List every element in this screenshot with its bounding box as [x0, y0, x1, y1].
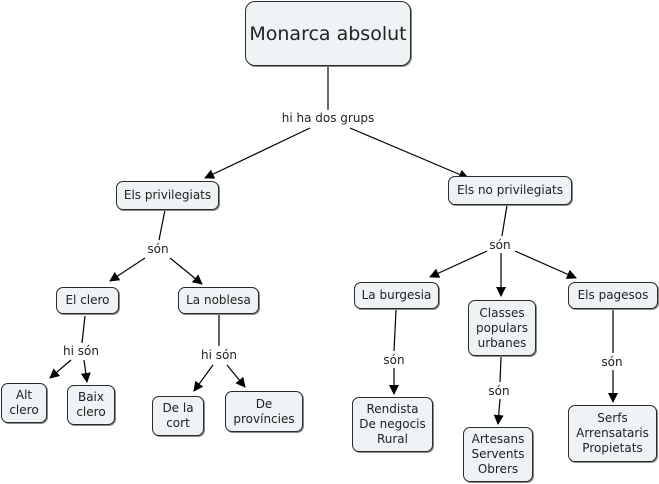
link-label-burgesia-son: són	[382, 353, 406, 367]
arrow-to-privilegiats	[204, 127, 311, 179]
node-la-noblesa[interactable]: La noblesa	[178, 287, 259, 314]
arrow-to-alt-clero	[49, 359, 72, 379]
link-label-noblesa-hi-son: hi són	[200, 348, 238, 362]
node-de-la-cort[interactable]: De la cort	[152, 396, 204, 436]
link-label-pagesos-son: són	[600, 355, 624, 369]
link-label-hi-ha-dos-grups: hi ha dos grups	[280, 111, 376, 125]
arrow-to-baix-clero	[80, 359, 91, 383]
arrow-to-populars-tipus	[493, 398, 504, 425]
node-la-burgesia[interactable]: La burgesia	[354, 282, 439, 309]
node-classes-populars-urbanes[interactable]: Classes populars urbanes	[468, 300, 536, 356]
arrow-to-noblesa	[169, 257, 203, 285]
node-el-clero[interactable]: El clero	[56, 287, 119, 314]
link-label-clero-hi-son: hi són	[62, 344, 100, 358]
line-clero-to-label	[81, 315, 86, 344]
node-els-pagesos[interactable]: Els pagesos	[568, 282, 658, 309]
node-els-privilegiats[interactable]: Els privilegiats	[116, 181, 219, 210]
line-no-privilegiats-to-label	[501, 204, 508, 237]
node-els-no-privilegiats[interactable]: Els no privilegiats	[448, 176, 572, 205]
node-pagesos-tipus[interactable]: Serfs Arrensataris Propietats	[568, 405, 657, 462]
arrow-to-pagesos	[514, 250, 577, 279]
line-burgesia-to-label	[393, 309, 397, 352]
node-monarca-absolut[interactable]: Monarca absolut	[245, 1, 411, 66]
node-burgesia-tipus[interactable]: Rendista De negocis Rural	[352, 397, 433, 452]
link-label-no-privilegiats-son: són	[488, 238, 512, 252]
node-baix-clero[interactable]: Baix clero	[67, 385, 115, 425]
arrow-to-de-la-cort	[193, 364, 214, 392]
link-label-privilegiats-son: són	[146, 242, 170, 256]
line-populars-to-label	[499, 356, 502, 383]
arrow-to-no-privilegiats	[349, 127, 469, 180]
arrow-to-burgesia	[429, 250, 488, 278]
line-privilegiats-to-label	[158, 209, 166, 241]
link-label-populars-son: són	[487, 384, 511, 398]
node-de-provincies[interactable]: De províncies	[225, 391, 303, 432]
node-alt-clero[interactable]: Alt clero	[1, 383, 47, 423]
arrow-to-clero	[109, 257, 146, 282]
node-classes-populars-tipus[interactable]: Artesans Servents Obrers	[463, 427, 533, 482]
arrow-to-de-provincies	[226, 364, 246, 388]
